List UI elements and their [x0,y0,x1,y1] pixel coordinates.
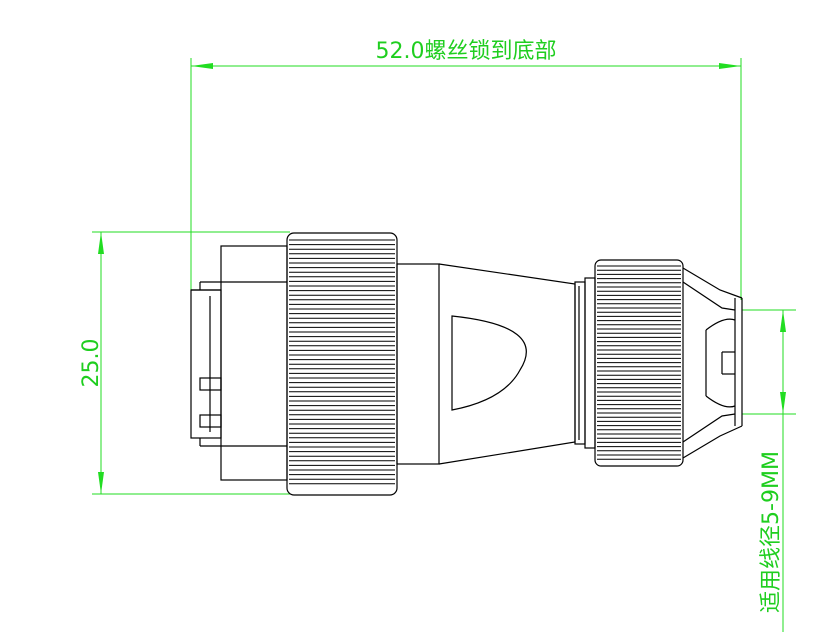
arrow-up-icon [780,310,786,332]
diameter-label: 25.0 [79,339,104,388]
arrow-left-icon [191,63,213,69]
length-dimension: 52.0螺丝锁到底部 [190,39,742,300]
arrow-up-icon [98,232,104,254]
separator-ring [574,277,596,449]
arrow-right-icon [719,63,741,69]
cable-dimension: 适用线径5-9MM [742,309,796,632]
gland-nut [594,259,684,467]
connector-body [190,232,743,496]
length-label: 52.0螺丝锁到底部 [376,39,557,64]
grip-window [451,315,527,411]
pin-insert [190,281,222,447]
coupling-sleeve [220,245,288,481]
coupling-nut-knurl [289,239,395,485]
diameter-dimension: 25.0 [79,231,290,495]
cable-label: 适用线径5-9MM [759,451,784,613]
gland-nut-knurl [597,265,681,460]
tapered-housing [396,263,576,465]
cable-clamp [682,267,743,459]
arrow-down-icon [780,392,786,414]
arrow-down-icon [98,472,104,494]
coupling-nut [286,232,398,496]
